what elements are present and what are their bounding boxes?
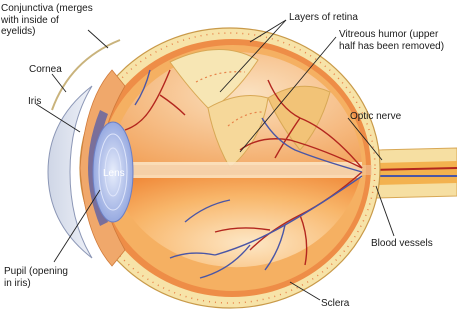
lens: Lens (93, 122, 133, 222)
blood-vessels-label: Blood vessels (371, 238, 433, 250)
iris-label: Iris (28, 96, 41, 108)
conjunctiva-label: Conjunctiva (merges with inside of eyeli… (1, 3, 93, 38)
lens-label: Lens (103, 168, 125, 179)
cornea-label: Cornea (29, 64, 62, 76)
vitreous-label: Vitreous humor (upper half has been remo… (339, 29, 444, 52)
pupil-label: Pupil (opening in iris) (4, 266, 68, 289)
retina-label: Layers of retina (289, 12, 358, 24)
sclera-label: Sclera (321, 298, 349, 310)
optic-nerve-label: Optic nerve (350, 111, 401, 123)
optic-nerve (370, 148, 457, 198)
